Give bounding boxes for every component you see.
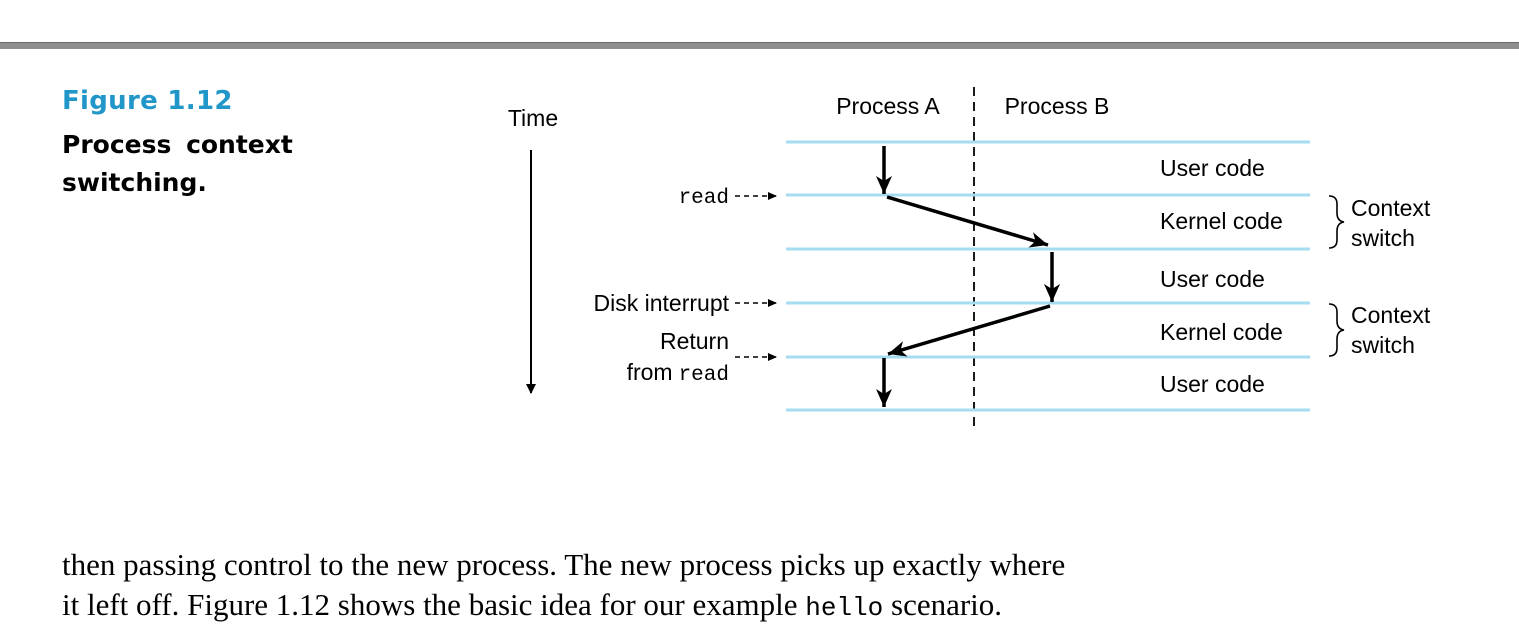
- event-from-code: read: [679, 364, 729, 387]
- context-switch-diagram: Time Process A Process B User code Kerne…: [508, 87, 1431, 430]
- context-switch-label-1b: switch: [1351, 225, 1415, 251]
- flow-switch-to-a-arrow: [887, 304, 1051, 357]
- body-line-2-pre: it left off. Figure 1.12 shows the basic…: [62, 587, 806, 622]
- band-label-user-2: User code: [1160, 266, 1265, 292]
- context-switch-label-2a: Context: [1351, 302, 1431, 328]
- band-label-user-1: User code: [1160, 155, 1265, 181]
- context-switch-label-1a: Context: [1351, 195, 1431, 221]
- event-return-label: Return: [660, 328, 729, 354]
- figure-number: Figure 1.12: [62, 86, 233, 116]
- band-label-user-3: User code: [1160, 371, 1265, 397]
- event-return-from-read-label: from read: [627, 359, 729, 387]
- process-b-label: Process B: [1005, 93, 1110, 119]
- figure-caption: Process context switching.: [62, 130, 293, 197]
- context-switch-brace-1: [1328, 195, 1345, 249]
- context-switch-label-2b: switch: [1351, 332, 1415, 358]
- flow-switch-to-b-arrow: [886, 195, 1049, 248]
- event-read-label: read: [679, 187, 729, 210]
- top-rule: [0, 42, 1519, 49]
- body-line-1: then passing control to the new process.…: [62, 547, 1066, 582]
- band-lines: [786, 140, 1310, 412]
- time-label: Time: [508, 105, 558, 131]
- event-disk-interrupt-label: Disk interrupt: [594, 290, 730, 316]
- body-line-2-post: scenario.: [883, 587, 1003, 622]
- context-switch-brace-2: [1328, 303, 1345, 357]
- band-label-kernel-2: Kernel code: [1160, 319, 1283, 345]
- event-from-word: from: [627, 359, 673, 385]
- process-a-label: Process A: [836, 93, 940, 119]
- body-paragraph: then passing control to the new process.…: [62, 545, 1262, 628]
- band-label-kernel-1: Kernel code: [1160, 208, 1283, 234]
- body-line-2-code: hello: [805, 593, 884, 623]
- body-line-2: it left off. Figure 1.12 shows the basic…: [62, 585, 1262, 628]
- control-flow: [876, 146, 1060, 407]
